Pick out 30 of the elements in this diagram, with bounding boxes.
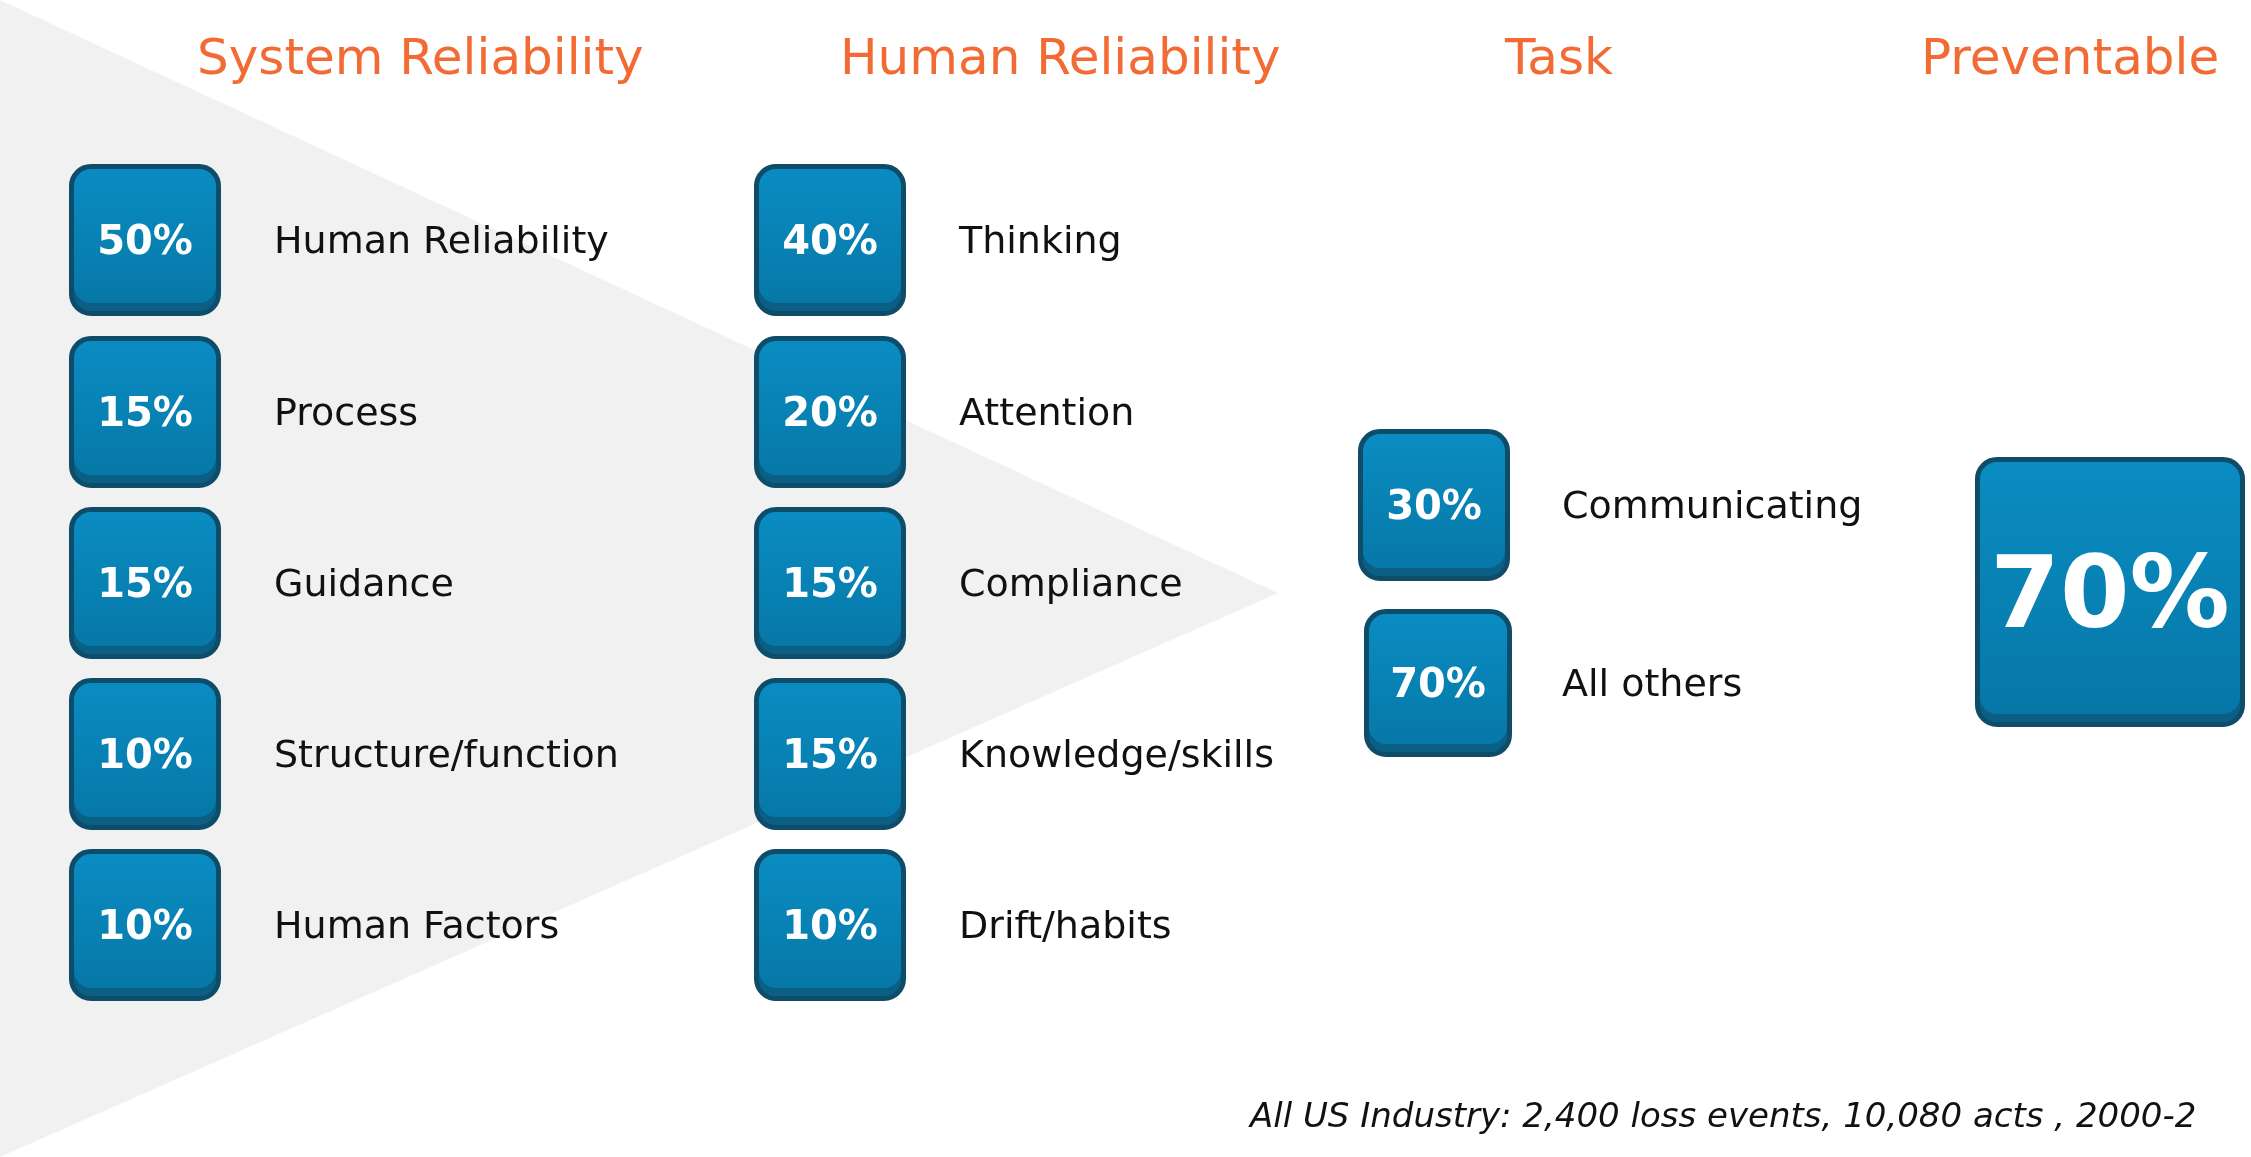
- category-label: Drift/habits: [959, 903, 1172, 947]
- percent-tile: 15%: [69, 336, 221, 488]
- category-label: Knowledge/skills: [959, 732, 1274, 776]
- category-label: Process: [274, 390, 419, 434]
- category-label: All others: [1562, 661, 1743, 705]
- category-label: Human Reliability: [274, 218, 609, 262]
- percent-tile: 70%: [1975, 457, 2245, 727]
- column-heading: System Reliability: [197, 28, 644, 86]
- percent-tile: 15%: [754, 507, 906, 659]
- category-label: Attention: [959, 390, 1135, 434]
- percent-tile: 10%: [69, 849, 221, 1001]
- percent-tile: 70%: [1364, 609, 1512, 757]
- percent-tile: 40%: [754, 164, 906, 316]
- percent-tile: 30%: [1358, 429, 1510, 581]
- source-note: All US Industry: 2,400 loss events, 10,080 acts , 2000-2: [1250, 1095, 2197, 1135]
- percent-tile: 15%: [754, 678, 906, 830]
- percent-tile: 15%: [69, 507, 221, 659]
- column-heading: Task: [1505, 28, 1613, 86]
- category-label: Guidance: [274, 561, 454, 605]
- category-label: Human Factors: [274, 903, 560, 947]
- percent-tile: 50%: [69, 164, 221, 316]
- category-label: Communicating: [1562, 483, 1863, 527]
- category-label: Structure/function: [274, 732, 619, 776]
- percent-tile: 10%: [754, 849, 906, 1001]
- column-heading: Preventable: [1921, 28, 2220, 86]
- percent-tile: 20%: [754, 336, 906, 488]
- column-heading: Human Reliability: [840, 28, 1281, 86]
- category-label: Thinking: [959, 218, 1122, 262]
- percent-tile: 10%: [69, 678, 221, 830]
- category-label: Compliance: [959, 561, 1183, 605]
